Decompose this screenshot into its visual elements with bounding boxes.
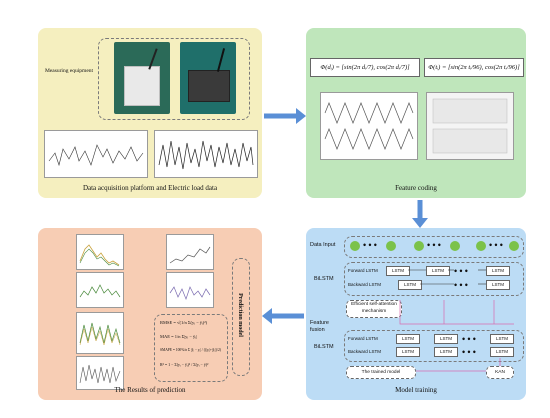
- input-node: [386, 241, 396, 251]
- input-node: [476, 241, 486, 251]
- metric-r2: R² = 1 − Σ(yᵢ − ŷᵢ)² / Σ(yᵢ − ȳ)²: [160, 362, 209, 367]
- results-panel: RMSE = √(1/n Σ(yᵢ − ŷᵢ)²) MAE = 1/n Σ|yᵢ…: [38, 228, 262, 400]
- data-input-label: Data Input: [310, 242, 336, 248]
- ellipsis-icon: • • •: [462, 347, 476, 357]
- lstm-cell: LSTM: [490, 334, 514, 344]
- result-plot: [76, 272, 124, 308]
- metric-mae: MAE = 1/n Σ|yᵢ − ŷᵢ|: [160, 334, 197, 339]
- result-plot-graphic: [79, 284, 121, 298]
- load-plot-2-graphic: [158, 140, 254, 170]
- bilstm-label-1: BiLSTM: [314, 276, 334, 282]
- forward-lstm-label: Forward LSTM: [348, 336, 378, 341]
- results-panel-caption: The Results of prediction: [114, 386, 186, 394]
- attention-box: Efficient self-attention mechanism: [346, 300, 402, 318]
- arrow-feature-to-model: [412, 200, 428, 228]
- meter-device-icon: [124, 66, 160, 106]
- result-plot-graphic: [79, 244, 120, 267]
- feature-fusion-label: Feature fusion: [310, 320, 329, 333]
- ellipsis-icon: • • •: [427, 240, 441, 250]
- lstm-cell: LSTM: [386, 266, 410, 276]
- equipment-photo-2: [180, 42, 236, 114]
- result-plot-graphic: [79, 364, 121, 384]
- arrow-model-to-results: [262, 308, 304, 324]
- metric-rmse: RMSE = √(1/n Σ(yᵢ − ŷᵢ)²): [160, 320, 208, 325]
- lstm-cell: LSTM: [434, 334, 458, 344]
- kan-link: [416, 358, 501, 372]
- arrow-data-to-feature: [264, 108, 306, 124]
- input-node: [509, 241, 519, 251]
- result-plot: [166, 234, 214, 270]
- data-panel-caption: Data acquisition platform and Electric l…: [82, 184, 218, 192]
- model-training-panel: Data Input • • • • • • • • • BiLSTM Forw…: [306, 228, 526, 400]
- feature-coding-panel: Φ(dᵢ) = [sin(2π dᵢ/7), cos(2π dᵢ/7)] Φ(t…: [306, 28, 526, 198]
- lstm-cell: LSTM: [396, 347, 420, 357]
- day-encoding-graphic: [324, 102, 414, 150]
- result-plot: [76, 234, 124, 270]
- load-plot-2: [154, 130, 258, 178]
- result-plot: [166, 272, 214, 308]
- lstm-links-1: [408, 269, 486, 285]
- kan-box: KAN: [486, 366, 514, 379]
- equipment-photo-1: [114, 42, 170, 114]
- ellipsis-icon: • • •: [489, 240, 503, 250]
- time-encoding-plot: [426, 92, 514, 160]
- prediction-model-frame: [232, 258, 250, 376]
- lstm-cell: LSTM: [398, 280, 422, 290]
- lstm-cell: LSTM: [486, 280, 510, 290]
- time-encoding-formula: Φ(tᵢ) = [sin(2π tᵢ/96), cos(2π tᵢ/96)]: [424, 58, 524, 77]
- fusion-links: [399, 300, 514, 325]
- result-plot-graphic: [169, 286, 211, 301]
- bilstm-frame-2: [344, 330, 524, 362]
- forward-lstm-label: Forward LSTM: [348, 268, 378, 273]
- lstm-cell: LSTM: [486, 266, 510, 276]
- ellipsis-icon: • • •: [454, 266, 468, 276]
- trained-model-box: The trained model: [346, 366, 416, 379]
- data-input-frame: [344, 236, 524, 258]
- metrics-frame: [154, 314, 228, 382]
- feature-panel-caption: Feature coding: [395, 184, 437, 192]
- ellipsis-icon: • • •: [363, 240, 377, 250]
- lstm-cell: LSTM: [490, 347, 514, 357]
- result-plot-graphic: [169, 246, 211, 264]
- lstm-cell: LSTM: [434, 347, 458, 357]
- result-plot-graphic: [79, 322, 121, 346]
- ellipsis-icon: • • •: [454, 280, 468, 290]
- input-node: [450, 241, 460, 251]
- equipment-label: Measuring equipment: [44, 68, 94, 74]
- time-encoding-graphic: [432, 98, 508, 154]
- lstm-cell: LSTM: [426, 266, 450, 276]
- day-encoding-formula: Φ(dᵢ) = [sin(2π dᵢ/7), cos(2π dᵢ/7)]: [310, 58, 420, 77]
- lstm-cell: LSTM: [396, 334, 420, 344]
- equipment-frame: [98, 38, 250, 120]
- input-node: [414, 241, 424, 251]
- result-plot: [76, 312, 124, 354]
- bilstm-label-2: BiLSTM: [314, 344, 334, 350]
- data-acquisition-panel: Measuring equipment Data acquisition pla…: [38, 28, 262, 198]
- load-plot-1: [44, 130, 148, 178]
- load-plot-1-graphic: [48, 144, 144, 167]
- bilstm-frame-1: [344, 262, 524, 296]
- metric-smape: SMAPE = 100%/n Σ |ŷᵢ − yᵢ| / ((|yᵢ|+|ŷᵢ|…: [160, 348, 221, 352]
- model-panel-caption: Model training: [395, 386, 437, 394]
- backward-lstm-label: Backward LSTM: [348, 282, 382, 287]
- result-plot: [76, 356, 124, 390]
- logger-device-icon: [188, 70, 230, 102]
- backward-lstm-label: Backward LSTM: [348, 349, 382, 354]
- ellipsis-icon: • • •: [462, 334, 476, 344]
- day-encoding-plot: [320, 92, 418, 160]
- input-node: [350, 241, 360, 251]
